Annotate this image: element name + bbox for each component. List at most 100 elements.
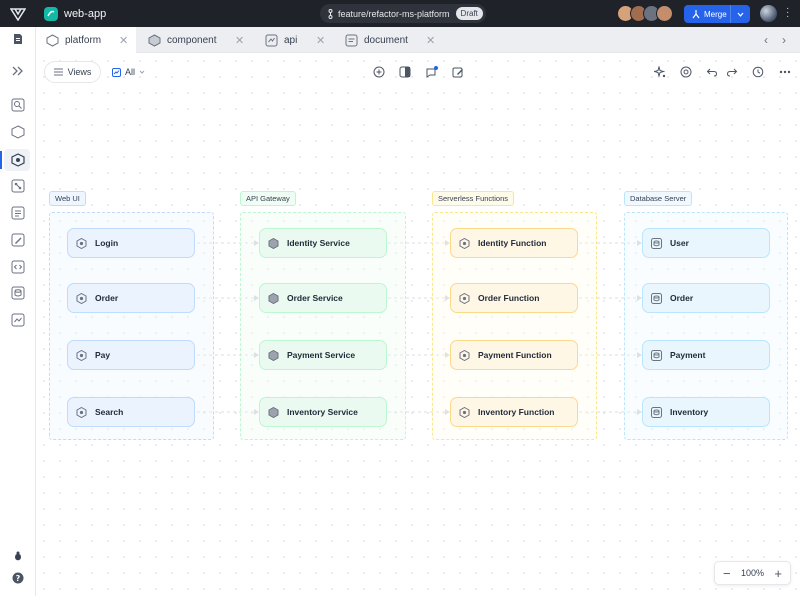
tab-api[interactable]: api ✕: [265, 27, 335, 53]
node-order-service[interactable]: Order Service: [259, 283, 387, 313]
expand-sidebar-icon[interactable]: [10, 63, 26, 79]
database-icon: [651, 406, 662, 418]
node-search[interactable]: Search: [67, 397, 195, 427]
node-label: Identity Service: [287, 238, 350, 248]
avatar[interactable]: [656, 5, 673, 22]
files-icon[interactable]: [10, 31, 26, 47]
edit-icon[interactable]: [10, 232, 26, 248]
close-icon[interactable]: ✕: [119, 34, 129, 47]
node-pay[interactable]: Pay: [67, 340, 195, 370]
node-login[interactable]: Login: [67, 228, 195, 258]
group-label[interactable]: Database Server: [624, 191, 693, 206]
app-title[interactable]: web-app: [64, 7, 107, 20]
node-order-function[interactable]: Order Function: [450, 283, 578, 313]
database-icon: [651, 349, 662, 361]
hexagon-icon: [46, 33, 59, 47]
node-label: Order: [670, 293, 694, 303]
user-avatar[interactable]: [760, 5, 777, 22]
node-order-db[interactable]: Order: [642, 283, 770, 313]
search-icon[interactable]: [679, 65, 693, 79]
tab-label: document: [364, 34, 408, 46]
close-icon[interactable]: ✕: [426, 34, 436, 47]
top-bar: web-app feature/refactor-ms-platform Dra…: [0, 0, 800, 27]
node-inventory-function[interactable]: Inventory Function: [450, 397, 578, 427]
tab-platform[interactable]: platform ✕: [36, 27, 136, 53]
api-icon: [265, 34, 278, 47]
chart-icon[interactable]: [10, 312, 26, 328]
node-inventory-service[interactable]: Inventory Service: [259, 397, 387, 427]
zoom-in-button[interactable]: +: [774, 565, 782, 581]
diagram-canvas[interactable]: Views All: [36, 53, 800, 596]
views-button[interactable]: Views: [44, 61, 101, 83]
merge-button[interactable]: Merge: [684, 5, 750, 23]
code-icon[interactable]: [10, 259, 26, 275]
node-payment-service[interactable]: Payment Service: [259, 340, 387, 370]
more-options-icon[interactable]: [778, 65, 792, 79]
tab-label: platform: [65, 34, 102, 46]
hexagon-icon: [459, 349, 470, 361]
bug-icon[interactable]: [10, 548, 26, 564]
group-label[interactable]: Serverless Functions: [432, 191, 515, 206]
node-identity-function[interactable]: Identity Function: [450, 228, 578, 258]
tab-label: api: [284, 34, 298, 46]
node-identity-service[interactable]: Identity Service: [259, 228, 387, 258]
cube-icon[interactable]: [10, 124, 26, 140]
branch-selector[interactable]: feature/refactor-ms-platform Draft: [320, 4, 486, 23]
hexagon-icon[interactable]: [10, 152, 26, 168]
menu-icon: [53, 68, 63, 76]
chevron-down-icon: [139, 70, 145, 74]
undo-icon[interactable]: [705, 65, 719, 79]
svg-text:?: ?: [16, 574, 21, 583]
hexagon-icon: [76, 349, 87, 361]
node-order[interactable]: Order: [67, 283, 195, 313]
node-user[interactable]: User: [642, 228, 770, 258]
database-icon: [651, 237, 662, 249]
add-node-icon[interactable]: [372, 65, 386, 79]
node-label: Order: [95, 293, 119, 303]
tab-document[interactable]: document ✕: [345, 27, 445, 53]
panel-toggle-icon[interactable]: [398, 65, 412, 79]
database-icon: [651, 292, 662, 304]
edit-icon[interactable]: [451, 65, 465, 79]
tab-label: component: [167, 34, 217, 46]
ai-sparkle-icon[interactable]: [653, 65, 667, 79]
help-icon[interactable]: ?: [10, 570, 26, 586]
hexagon-icon: [148, 33, 161, 47]
node-label: Order Service: [287, 293, 343, 303]
node-inventory-db[interactable]: Inventory: [642, 397, 770, 427]
close-icon[interactable]: ✕: [316, 34, 326, 47]
node-label: Payment Service: [287, 350, 356, 360]
comments-icon[interactable]: [424, 65, 438, 79]
group-label[interactable]: API Gateway: [240, 191, 296, 206]
app-logo[interactable]: [0, 0, 36, 27]
more-menu-icon[interactable]: ···: [786, 3, 790, 22]
tab-scroll-right-icon[interactable]: ›: [782, 33, 786, 47]
tab-component[interactable]: component ✕: [148, 27, 258, 53]
tab-scroll-left-icon[interactable]: ‹: [764, 33, 768, 47]
merge-dropdown[interactable]: [730, 5, 750, 23]
node-payment-db[interactable]: Payment: [642, 340, 770, 370]
database-icon[interactable]: [10, 285, 26, 301]
draft-badge: Draft: [455, 7, 483, 20]
node-label: Payment Function: [478, 350, 552, 360]
document-icon[interactable]: [10, 205, 26, 221]
zoom-control: − 100% +: [714, 561, 791, 585]
sidebar-active-indicator: [0, 151, 2, 169]
group-label[interactable]: Web UI: [49, 191, 86, 206]
flow-icon[interactable]: [10, 178, 26, 194]
node-label: Inventory: [670, 407, 709, 417]
logo-icon: [10, 7, 26, 21]
node-label: Search: [95, 407, 124, 417]
redo-icon[interactable]: [725, 65, 739, 79]
node-label: Pay: [95, 350, 111, 360]
node-payment-function[interactable]: Payment Function: [450, 340, 578, 370]
view-filter-select[interactable]: All: [112, 63, 145, 81]
search-icon[interactable]: [10, 97, 26, 113]
merge-label: Merge: [704, 9, 727, 19]
branch-icon: [328, 8, 333, 19]
zoom-out-button[interactable]: −: [723, 565, 731, 581]
history-icon[interactable]: [751, 65, 765, 79]
hexagon-icon: [268, 406, 279, 418]
close-icon[interactable]: ✕: [235, 34, 245, 47]
diagram-edges: [197, 240, 642, 415]
